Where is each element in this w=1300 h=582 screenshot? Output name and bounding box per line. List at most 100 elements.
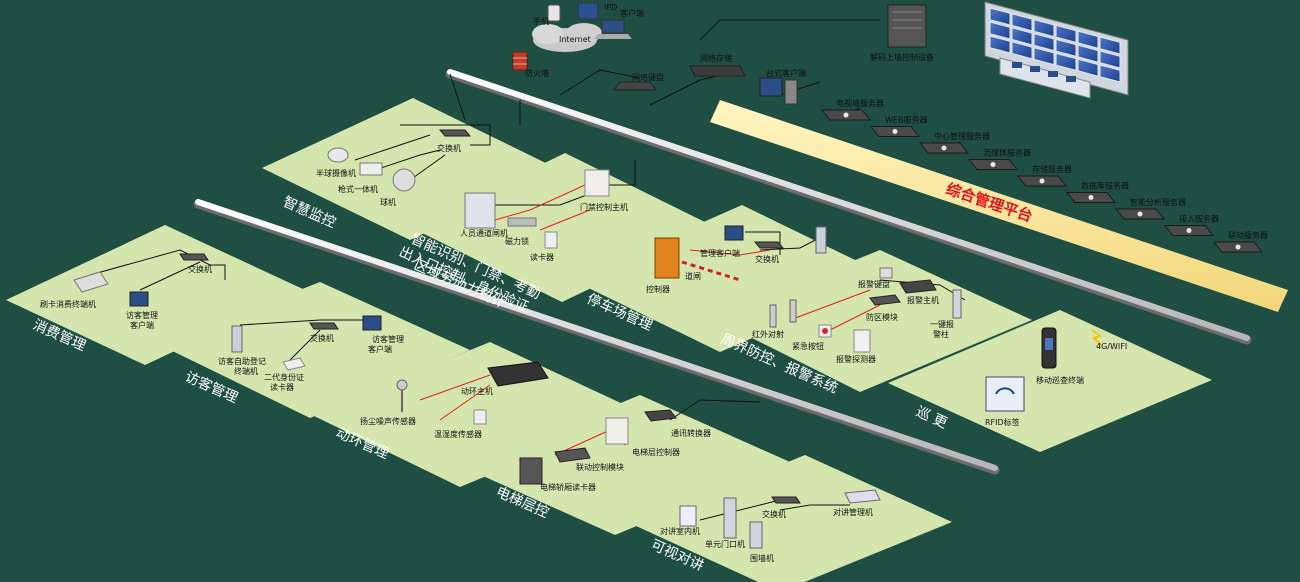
env-host-icon — [487, 361, 549, 387]
video-wall-screen — [1055, 38, 1077, 58]
server-row: 电视墙服务器WEB服务器中心管理服务器流媒体服务器存储服务器数据库服务器智能分析… — [820, 98, 1268, 253]
main-backbone-pipe — [445, 69, 1252, 345]
zone-elevator-panel — [465, 395, 790, 535]
label-access-controller: 门禁控制主机 — [580, 202, 628, 212]
network-storage-icon — [689, 65, 746, 77]
server-label: 中心管理服务器 — [934, 131, 990, 141]
video-wall-screen — [1055, 24, 1077, 44]
intercom-switch-icon — [771, 496, 801, 504]
label-alarm-host: 报警主机 — [907, 295, 939, 305]
label-alarm-pillar: 一键报 — [930, 319, 954, 329]
internet-label: Internet — [559, 35, 591, 44]
switch-icon — [438, 129, 472, 137]
label-parking-client: 管理客户端 — [700, 248, 740, 258]
kiosk-icon — [815, 226, 827, 254]
server-unit: 电视墙服务器 — [820, 98, 884, 121]
label-intercom-manager: 对讲管理机 — [833, 507, 873, 517]
client-label: 客户端 — [620, 8, 644, 18]
desktop-client-label: 台式客户端 — [766, 68, 806, 78]
server-indicator — [843, 112, 849, 118]
laptop-icon — [594, 19, 632, 39]
temp-sensor-icon — [473, 409, 487, 425]
platform-banner — [710, 100, 1288, 312]
label-id-reader-2: 读卡器 — [270, 382, 294, 392]
door-station-icon — [723, 497, 737, 539]
label-visitor-manager: 访客管理 — [372, 334, 404, 344]
label-alarm-detector: 报警探测器 — [836, 354, 876, 364]
elevator-reader-icon — [519, 457, 543, 485]
label-zone-module: 防区模块 — [866, 312, 898, 322]
phone-label: 手机 — [533, 16, 549, 26]
label-4g-wifi: 4G/WIFI — [1096, 342, 1127, 351]
label-mobile-terminal: 移动巡查终端 — [1036, 375, 1084, 385]
label-card-reader: 读卡器 — [530, 252, 554, 262]
decoder-label: 解码上墙控制设备 — [870, 52, 934, 62]
label-visitor-switch: 交换机 — [310, 333, 334, 343]
label-pos-terminal: 刷卡消费终端机 — [40, 299, 96, 309]
zone-visitor-panel — [160, 282, 470, 418]
dust-sensor-icon — [396, 379, 408, 412]
label-gate: 人员通道闸机 — [460, 228, 508, 238]
label-door-station: 单元门口机 — [705, 539, 745, 549]
phone-icon — [547, 4, 561, 22]
label-dust-sensor: 扬尘噪声传感器 — [360, 416, 416, 426]
label-visitor-kiosk-2: 终端机 — [234, 366, 258, 376]
server-unit: WEB服务器 — [869, 115, 927, 137]
desktop-client-icon — [759, 77, 798, 105]
video-wall-screen — [1077, 58, 1099, 77]
server-label: 联动服务器 — [1228, 230, 1268, 240]
video-wall-screen — [1011, 27, 1033, 46]
label-consumption-client: 客户端 — [130, 320, 154, 330]
video-wall-screen — [1011, 41, 1033, 60]
label-wall-station: 围墙机 — [750, 553, 774, 563]
label-indoor-unit: 对讲室内机 — [660, 526, 700, 536]
video-wall-screen — [1099, 36, 1121, 55]
video-wall-screen — [1077, 44, 1099, 63]
server-unit: 流媒体服务器 — [967, 148, 1031, 170]
indoor-unit-icon — [679, 505, 697, 527]
elevator-controller-icon — [605, 417, 629, 445]
label-visitor-kiosk: 访客自助登记 — [218, 356, 266, 366]
label-elevator-controller: 电梯层控制器 — [632, 447, 680, 457]
zone-consumption-panel — [6, 225, 305, 365]
tablet-icon — [577, 2, 599, 20]
label-alarm-pillar-2: 警柱 — [933, 329, 949, 339]
intercom-manager-icon — [844, 489, 881, 504]
label-gun-camera: 枪式一体机 — [338, 184, 378, 194]
gate-icon — [464, 192, 496, 229]
label-alarm-keyboard: 报警键盘 — [858, 279, 890, 289]
network-keyboard-label: 网络键盘 — [632, 72, 664, 82]
label-dome-camera: 半球摄像机 — [316, 168, 356, 178]
label-barrier: 道闸 — [685, 271, 701, 281]
server-unit: 联动服务器 — [1212, 230, 1268, 253]
server-label: 数据库服务器 — [1081, 181, 1129, 191]
parking-client-icon — [724, 225, 744, 241]
zone-module-icon — [869, 294, 901, 306]
video-wall-screen — [1099, 64, 1121, 83]
video-wall-icon — [984, 1, 1129, 99]
server-indicator — [892, 129, 898, 134]
label-speed-dome: 球机 — [380, 197, 396, 207]
label-id-reader: 二代身份证 — [264, 372, 304, 382]
server-unit: 存储服务器 — [1016, 164, 1072, 187]
video-wall-screen — [1033, 46, 1055, 66]
video-wall-screen — [1033, 18, 1055, 38]
barrier-controller-icon — [654, 237, 680, 279]
server-indicator — [1235, 244, 1241, 250]
wireless-icon — [1091, 329, 1103, 347]
visitor-client-icon — [362, 315, 382, 331]
wall-station-icon — [749, 521, 763, 549]
server-unit: 接入服务器 — [1163, 214, 1219, 236]
visitor-switch-icon — [309, 322, 339, 330]
label-ir-beam: 红外对射 — [752, 329, 784, 339]
server-unit: 智能分析服务器 — [1114, 197, 1186, 220]
ir-beam-icon — [769, 299, 797, 328]
decoder-icon — [887, 4, 927, 48]
server-label: 接入服务器 — [1179, 214, 1219, 224]
pos-terminal-icon — [73, 271, 109, 293]
speed-dome-icon — [392, 168, 416, 192]
label-env-host: 动环主机 — [461, 386, 493, 396]
label-consumption-visitor: 访客管理 — [126, 310, 158, 320]
